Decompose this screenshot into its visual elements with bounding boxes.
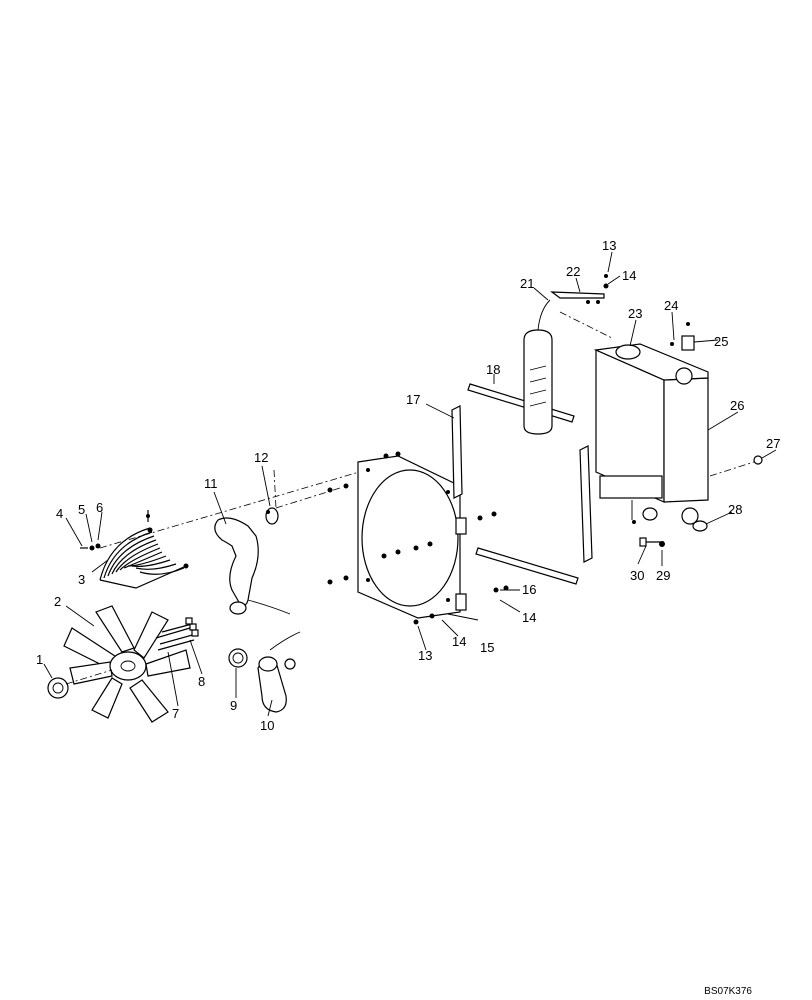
alignment-line: [99, 459, 401, 549]
callout-15: 15: [480, 640, 494, 655]
shroud-bolts: [327, 451, 509, 625]
callout-8: 8: [198, 674, 205, 689]
drain-plug-27: [709, 455, 763, 477]
plug-28: [692, 520, 708, 532]
radiator-cap-25: [670, 322, 695, 351]
callout-29: 29: [656, 568, 670, 583]
callout-5: 5: [78, 502, 85, 517]
callout-1: 1: [36, 652, 43, 667]
fan-bolts: [155, 617, 199, 651]
radiator-core: [593, 343, 709, 525]
callout-22: 22: [566, 264, 580, 279]
callout-10: 10: [260, 718, 274, 733]
seal-strip-vertical: [579, 445, 593, 563]
fan-blade-assembly: [63, 605, 191, 723]
callout-4: 4: [56, 506, 63, 521]
seal-strip-17: [451, 405, 463, 499]
callout-18: 18: [486, 362, 500, 377]
figure-code: BS07K376: [704, 986, 752, 997]
upper-hose: [214, 517, 291, 615]
callout-26: 26: [730, 398, 744, 413]
callout-7: 7: [172, 706, 179, 721]
callout-12: 12: [254, 450, 268, 465]
callout-14-upper: 14: [622, 268, 636, 283]
callout-13-upper: 13: [602, 238, 616, 253]
guard-fasteners: [80, 510, 150, 551]
hose-clamp-12: [265, 469, 341, 525]
fittings-29-30: [639, 537, 665, 547]
callout-9: 9: [230, 698, 237, 713]
fan-spacer-hub: [47, 669, 113, 699]
callout-16: 16: [522, 582, 536, 597]
callout-21: 21: [520, 276, 534, 291]
seal-strip-18: [467, 383, 575, 423]
callout-14-middle: 14: [522, 610, 536, 625]
callout-30: 30: [630, 568, 644, 583]
callout-25: 25: [714, 334, 728, 349]
callout-24: 24: [664, 298, 678, 313]
tank-alignment-line: [559, 311, 613, 339]
callout-13-lower: 13: [418, 648, 432, 663]
callout-6: 6: [96, 500, 103, 515]
callout-2: 2: [54, 594, 61, 609]
callout-14-lower: 14: [452, 634, 466, 649]
clamp-9: [228, 648, 248, 668]
bracket-22: [550, 274, 609, 304]
callout-23: 23: [628, 306, 642, 321]
leader-lines: [43, 251, 777, 717]
callout-labels: 1 2 3 4 5 6 7 8 9 10 11 12 13 14 14 14 1…: [36, 238, 780, 733]
callout-3: 3: [78, 572, 85, 587]
fan-guard: [99, 527, 189, 589]
overflow-tank: [523, 299, 553, 435]
callout-11: 11: [204, 476, 218, 491]
seal-strip-bottom: [475, 547, 579, 585]
callout-27: 27: [766, 436, 780, 451]
callout-28: 28: [728, 502, 742, 517]
lower-hose-10: [257, 631, 301, 713]
fan-shroud: [357, 455, 467, 619]
callout-17: 17: [406, 392, 420, 407]
